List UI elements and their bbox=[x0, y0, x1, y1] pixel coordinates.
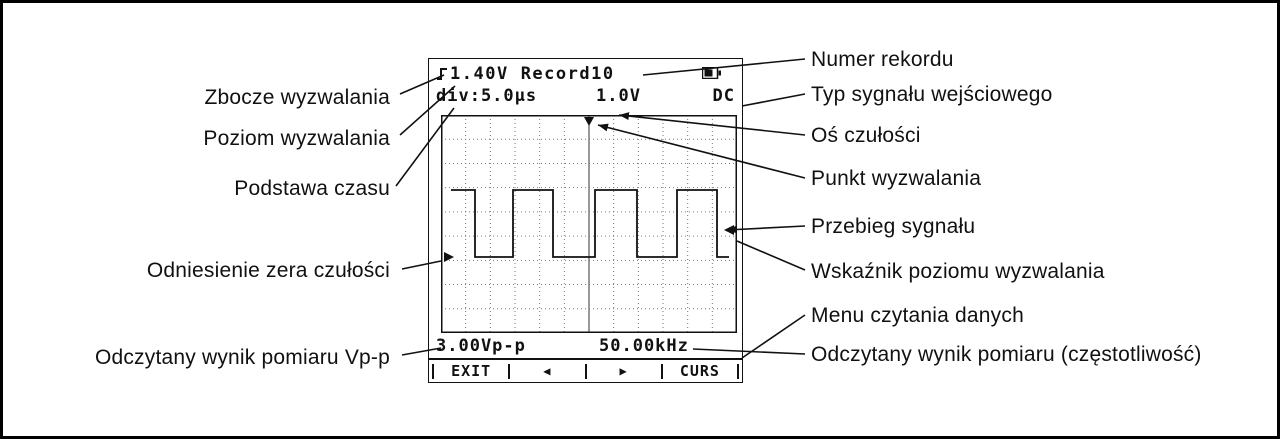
signal-waveform bbox=[451, 189, 729, 258]
menu-item-right-arrow-icon: ▶ bbox=[619, 364, 628, 378]
menu-item-left-arrow-icon: ◀ bbox=[543, 364, 552, 378]
label-timebase: Podstawa czasu bbox=[234, 177, 390, 200]
label-vpp-readout: Odczytany wynik pomiaru Vp-p bbox=[94, 346, 390, 369]
zero-reference-marker-icon bbox=[444, 252, 454, 262]
menu-divider bbox=[737, 363, 739, 379]
graticule bbox=[441, 115, 737, 333]
label-signal-waveform: Przebieg sygnału bbox=[811, 215, 976, 238]
trigger-level-value: 1.40V bbox=[450, 63, 509, 84]
sensitivity-value: 1.0V bbox=[596, 86, 641, 106]
menu-divider bbox=[660, 363, 663, 379]
label-trigger-level: Poziom wyzwalania bbox=[203, 127, 390, 150]
battery-icon bbox=[702, 67, 721, 79]
label-input-signal-type: Typ sygnału wejściowego bbox=[811, 83, 1053, 106]
menu-divider bbox=[432, 363, 434, 379]
menu-divider bbox=[584, 363, 587, 379]
label-trigger-slope: Zbocze wyzwalania bbox=[204, 86, 390, 109]
trigger-level-marker-icon bbox=[724, 225, 734, 235]
trigger-point-marker-icon bbox=[584, 117, 594, 126]
label-zero-reference: Odniesienie zera czułości bbox=[146, 259, 390, 282]
menu-item-exit: EXIT bbox=[451, 362, 492, 380]
label-frequency-readout: Odczytany wynik pomiaru (częstotliwość) bbox=[811, 343, 1202, 366]
leader-trigger-level-indicator bbox=[736, 240, 806, 271]
oscilloscope-screen: 1.40V Record10 div:5.0μs 1.0V DC 3.00Vp-… bbox=[428, 58, 743, 383]
menu-item-curs: CURS bbox=[679, 362, 720, 380]
timebase-value: div:5.0μs bbox=[436, 86, 538, 106]
leader-input-signal-type bbox=[741, 93, 806, 107]
label-trigger-point: Punkt wyzwalania bbox=[811, 167, 982, 190]
menu-divider bbox=[508, 363, 511, 379]
frequency-readout: 50.00kHz bbox=[599, 336, 689, 356]
label-data-menu: Menu czytania danych bbox=[811, 304, 1024, 327]
vpp-readout: 3.00Vp-p bbox=[436, 336, 526, 356]
graticule-border bbox=[441, 115, 737, 333]
softkey-menu: EXIT ◀ ▶ CURS bbox=[429, 358, 742, 382]
status-line-2: div:5.0μs 1.0V DC bbox=[436, 86, 735, 106]
trigger-slope-icon bbox=[436, 66, 448, 82]
leader-data-menu bbox=[741, 314, 806, 359]
label-sensitivity-axis: Oś czułości bbox=[811, 124, 921, 147]
coupling-type: DC bbox=[712, 86, 735, 106]
label-record-number: Numer rekordu bbox=[811, 48, 954, 71]
record-number: Record10 bbox=[520, 63, 615, 84]
label-trigger-level-indicator: Wskaźnik poziomu wyzwalania bbox=[811, 260, 1105, 283]
measurement-readout: 3.00Vp-p 50.00kHz bbox=[436, 336, 735, 356]
status-line-1: 1.40V Record10 bbox=[436, 63, 735, 84]
